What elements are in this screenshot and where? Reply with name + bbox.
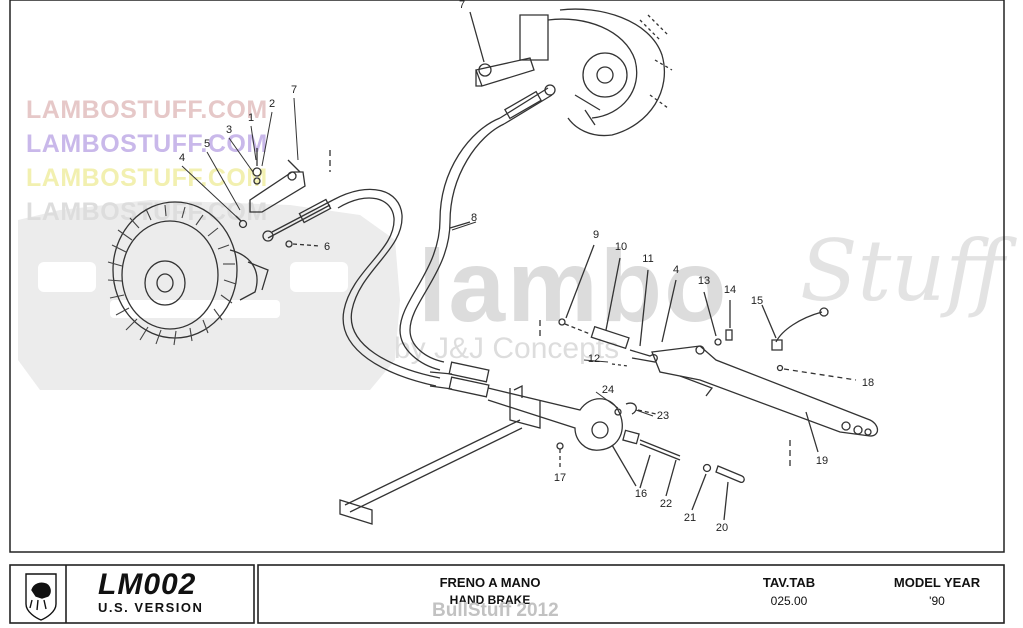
title-block	[9, 564, 1005, 624]
leader-lines	[181, 97, 654, 417]
rear-wheel-hub	[519, 8, 673, 137]
model-year-value: '90	[929, 594, 945, 608]
cable-end-fittings	[429, 361, 490, 398]
watermark-line-1: LAMBOSTUFF.COM	[26, 96, 268, 124]
callout-20: 20	[715, 522, 729, 534]
callout-12: 12	[587, 353, 601, 365]
brake-rod	[651, 345, 879, 470]
cable-left	[262, 188, 441, 387]
title-italian: FRENO A MANO	[439, 575, 541, 590]
drawing-frame	[9, 0, 1005, 553]
callout-17: 17	[553, 472, 567, 484]
left-bracket	[235, 148, 331, 248]
equalizer-lever	[339, 384, 657, 525]
title-english: HAND BRAKE	[449, 593, 531, 607]
callout-2: 2	[268, 98, 276, 110]
callout-18: 18	[861, 377, 875, 389]
cable-center	[399, 84, 556, 371]
callout-24: 24	[601, 384, 615, 396]
callout-7: 7	[290, 84, 298, 96]
watermark-line-2: LAMBOSTUFF.COM	[26, 130, 268, 158]
upper-bracket	[469, 11, 535, 87]
callout-5: 5	[203, 138, 211, 150]
model-year-label: MODEL YEAR	[893, 575, 981, 590]
callout-15: 15	[750, 295, 764, 307]
footer-watermark: BullStuff 2012	[432, 600, 559, 621]
model-version: U.S. VERSION	[98, 600, 204, 615]
callout-16: 16	[634, 488, 648, 500]
callout-22: 22	[659, 498, 673, 510]
callout-11: 11	[642, 253, 654, 265]
callout-4: 4	[178, 152, 186, 164]
callout-10: 10	[614, 241, 628, 253]
callout-19: 19	[815, 455, 829, 467]
callout-14: 14	[723, 284, 737, 296]
callout-8: 8	[470, 212, 478, 224]
tav-value: 025.00	[770, 594, 808, 608]
lower-hardware	[611, 429, 745, 521]
watermark-subtitle: by J&J Concepts	[394, 332, 620, 365]
watermark-script-word: Stuff	[800, 222, 1005, 320]
callout-3: 3	[225, 124, 233, 136]
callout-13: 13	[697, 275, 711, 287]
callout-9: 9	[592, 229, 600, 241]
model-code: LM002	[98, 568, 197, 601]
adjuster-parts	[539, 244, 733, 367]
tav-label: TAV.TAB	[762, 575, 816, 590]
callout-6: 6	[323, 241, 331, 253]
callout-7: 7	[458, 0, 466, 11]
front-disc-brake	[107, 201, 269, 346]
callout-4: 4	[672, 264, 680, 276]
callout-23: 23	[656, 410, 670, 422]
callout-1: 1	[247, 112, 255, 124]
watermark-line-4: LAMBOSTUFF.COM	[26, 198, 268, 226]
return-spring	[761, 304, 857, 381]
callout-21: 21	[683, 512, 697, 524]
